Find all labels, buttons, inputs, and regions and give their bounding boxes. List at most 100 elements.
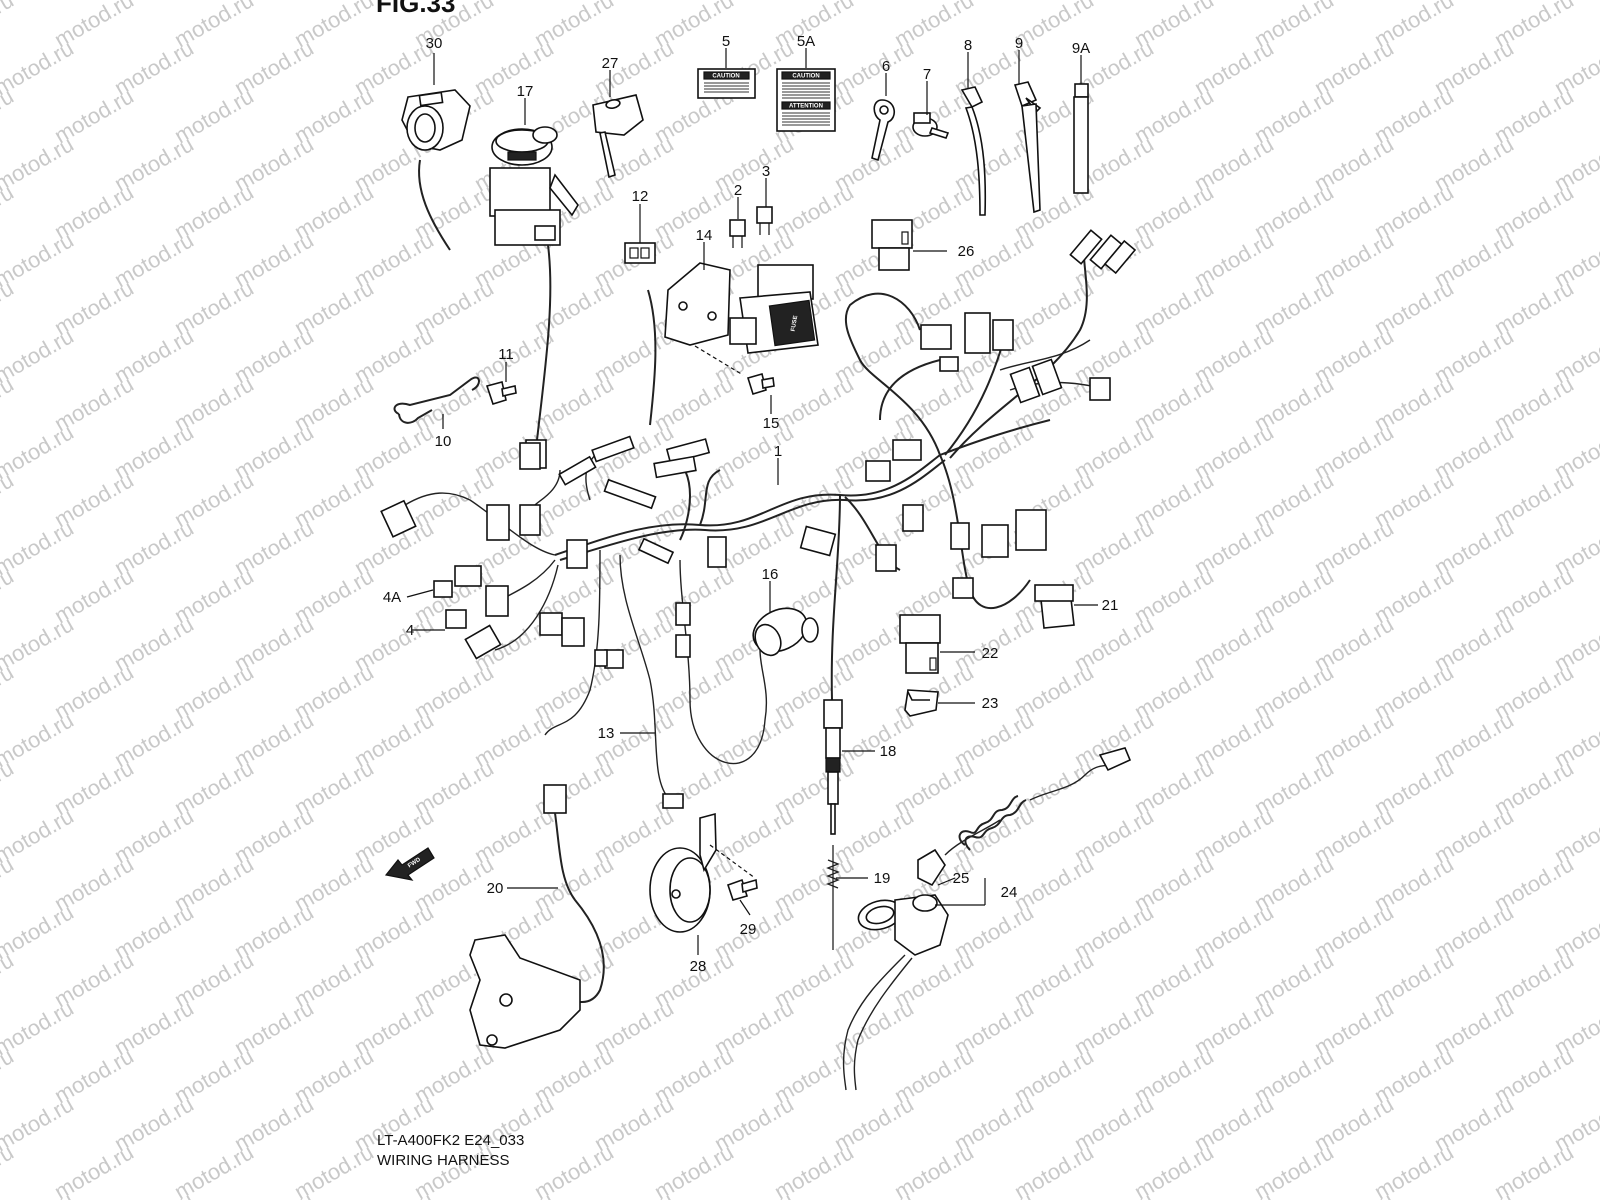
callout-22: 22 [982,645,999,662]
part-16-socket [752,607,819,657]
watermark-text: motod.ru [0,515,78,580]
part-27-key [592,94,644,179]
attention-text: ATTENTION [789,104,823,110]
watermark-text: motod.ru [0,323,78,388]
callout-3: 3 [762,163,770,180]
diagram-caption: WIRING HARNESS [377,1152,510,1169]
callout-20: 20 [487,880,504,897]
callout-23: 23 [982,695,999,712]
watermark-text: motod.ru [830,1187,918,1200]
part-1-main-harness [404,244,1111,801]
watermark-text: motod.ru [0,707,78,772]
part-9a-cable-tie [1073,83,1089,194]
callout-2: 2 [734,182,742,199]
watermark-text: motod.ru [0,611,78,676]
caution-text: CAUTION [712,74,739,80]
watermark-text: motod.ru [0,35,78,100]
part-5a-caution-attention-label: CAUTION ATTENTION [776,68,836,132]
watermark-text: motod.ru [0,899,78,964]
model-code: LT-A400FK2 E24_033 [377,1132,525,1149]
callout-21: 21 [1102,597,1119,614]
label-5-text-lines [704,82,749,93]
part-21-relay [1034,584,1075,629]
part-6-clamp [871,99,895,162]
part-23-bracket [904,689,939,717]
callout-28: 28 [690,958,707,975]
watermark-text: motod.ru [950,1187,1038,1200]
part-5-caution-label: CAUTION [697,68,756,99]
fuse-text: FUSE [791,315,800,332]
part-9-cable-tie [1013,81,1042,214]
part-15-bolt [746,373,775,395]
leader-lines [406,48,1098,955]
part-28-horn [649,812,756,933]
callout-26: 26 [958,243,975,260]
watermark-text: motod.ru [0,227,78,292]
watermark-text: motod.ru [110,1187,198,1200]
callout-18: 18 [880,743,897,760]
watermark-text: motod.ru [0,131,78,196]
figure-title: FIG.33 [376,0,456,18]
watermark-text: motod.ru [1310,1187,1398,1200]
callout-25: 25 [953,870,970,887]
callout-10: 10 [435,433,452,450]
part-14-fuse-box: FUSE [664,262,819,376]
callout-11: 11 [498,346,514,363]
part-30-switch [401,89,471,251]
watermark-text: motod.ru [1070,1187,1158,1200]
callout-15: 15 [763,415,780,432]
part-8-cable-tie [960,86,987,216]
harness-connectors [380,229,1137,669]
callout-5a: 5A [797,33,815,50]
callout-4a: 4A [383,589,401,606]
watermark-text: motod.ru [0,419,78,484]
part-10-wire-clamp [393,376,480,424]
callout-30: 30 [426,35,443,52]
part-4a-relay [433,580,453,598]
part-11-bolt [485,381,517,405]
part-19-spring [826,845,840,950]
callout-8: 8 [964,37,972,54]
callout-16: 16 [762,566,779,583]
callout-4: 4 [406,622,414,639]
watermark-text: motod.ru [1550,1187,1600,1200]
part-2-fuse [729,219,746,248]
watermark-text: motod.ru [0,0,18,52]
callout-7: 7 [923,66,931,83]
callout-14: 14 [696,227,713,244]
callout-13: 13 [598,725,615,742]
callout-29: 29 [740,921,757,938]
caution-text-5a: CAUTION [792,74,819,80]
watermark-text: motod.ru [0,803,78,868]
callout-9: 9 [1015,35,1023,52]
part-22-relay [899,614,941,674]
part-7-clip [912,112,950,139]
callout-19: 19 [874,870,891,887]
watermark-text: motod.ru [0,1091,78,1156]
part-25-tether-plug [917,747,1132,887]
part-29-bolt [726,878,758,901]
callout-6: 6 [882,58,890,75]
label-5a-text-lines [782,82,830,126]
fwd-arrow-icon: FWD [384,847,435,881]
callout-5: 5 [722,33,730,50]
watermark-text: motod.ru [1430,1187,1518,1200]
part-13-harness-branch [594,649,684,809]
callout-12: 12 [632,188,649,205]
watermark-text: motod.ru [1190,1187,1278,1200]
callout-numbers: 30 17 27 5 5A 6 7 8 9 9A 12 2 3 14 26 11… [383,33,1119,975]
part-4-relay [445,609,467,629]
callout-17: 17 [517,83,534,100]
watermark-text: motod.ru [710,1187,798,1200]
part-12-coupler [624,242,656,264]
callout-1: 1 [774,443,782,460]
watermark-text: motod.ru [350,1187,438,1200]
part-20-gear-sensor [469,784,605,1049]
callout-9a: 9A [1072,40,1090,57]
part-24-engine-stop-switch [842,894,949,1091]
watermark-text: motod.ru [470,1187,558,1200]
watermark-text: motod.ru [0,995,78,1060]
